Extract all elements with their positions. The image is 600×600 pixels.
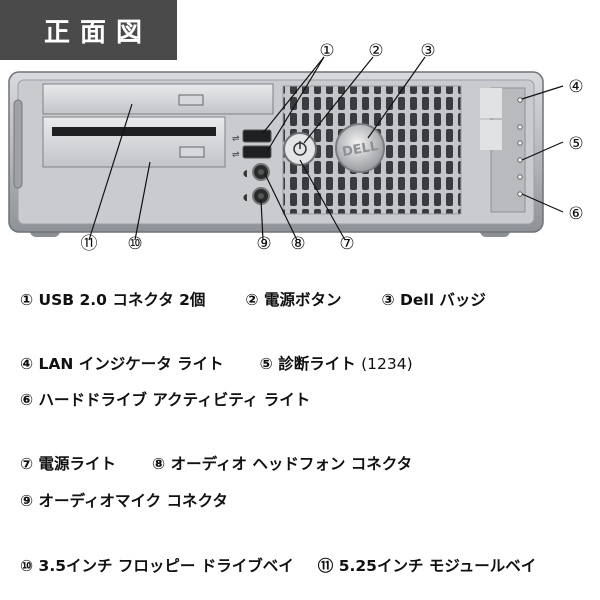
legend-row-6: ⑩ 3.5インチ フロッピー ドライブベイ ⑪ 5.25インチ モジュールベイ: [20, 554, 536, 576]
callout-8: ⑧: [290, 234, 305, 254]
legend-item-usb: ① USB 2.0 コネクタ 2個: [20, 291, 206, 309]
legend-item-dell-badge: ③ Dell バッジ: [381, 291, 486, 309]
legend-item-headphone-connector: ⑧ オーディオ ヘッドフォン コネクタ: [152, 455, 413, 473]
legend-row-2: ④ LAN インジケータ ライト ⑤ 診断ライト (1234): [20, 352, 413, 374]
callout-6: ⑥: [568, 204, 583, 224]
legend-item-lan-light: ④ LAN インジケータ ライト: [20, 355, 224, 373]
svg-text:◖: ◖: [243, 169, 248, 179]
callout-3: ③: [420, 41, 435, 61]
legend-row-3: ⑥ ハードドライブ アクティビティ ライト: [20, 388, 310, 410]
legend-row-1: ① USB 2.0 コネクタ 2個 ② 電源ボタン ③ Dell バッジ: [20, 288, 486, 310]
callout-2: ②: [368, 41, 383, 61]
svg-text:⇌: ⇌: [232, 134, 240, 144]
indicator-lights: [517, 97, 523, 197]
legend-item-mic-connector: ⑨ オーディオマイク コネクタ: [20, 492, 228, 510]
svg-text:◖: ◖: [243, 193, 248, 203]
legend-item-module-bay: ⑪ 5.25インチ モジュールベイ: [317, 557, 537, 575]
legend-row-4: ⑦ 電源ライト ⑧ オーディオ ヘッドフォン コネクタ: [20, 452, 412, 474]
legend-item-diagnostic-lights: ⑤ 診断ライト (1234): [259, 355, 413, 373]
callout-11: ⑪: [81, 234, 98, 254]
legend-item-power-button: ② 電源ボタン: [245, 291, 342, 309]
dell-badge-text: DELL: [341, 139, 379, 160]
5-25-inch-module-bay: [42, 83, 274, 115]
usb-connectors: ⇌ ⇌: [232, 129, 272, 160]
legend-item-power-light: ⑦ 電源ライト: [20, 455, 117, 473]
legend-item-hdd-light: ⑥ ハードドライブ アクティビティ ライト: [20, 391, 311, 409]
callout-4: ④: [568, 77, 583, 97]
callout-9: ⑨: [256, 234, 271, 254]
callout-1: ①: [319, 41, 334, 61]
page-title: 正面図: [0, 0, 177, 60]
dell-badge: DELL: [335, 123, 385, 173]
legend-item-floppy-bay: ⑩ 3.5インチ フロッピー ドライブベイ: [20, 557, 294, 575]
callout-5: ⑤: [568, 134, 583, 154]
callout-10: ⑩: [127, 234, 142, 254]
3-5-inch-floppy-drive-bay: [42, 116, 226, 168]
svg-text:⇌: ⇌: [232, 150, 240, 160]
legend-row-5: ⑨ オーディオマイク コネクタ: [20, 489, 228, 511]
audio-jacks: ◖ ◖: [243, 163, 270, 205]
power-button: [283, 132, 317, 166]
callout-7: ⑦: [339, 234, 354, 254]
